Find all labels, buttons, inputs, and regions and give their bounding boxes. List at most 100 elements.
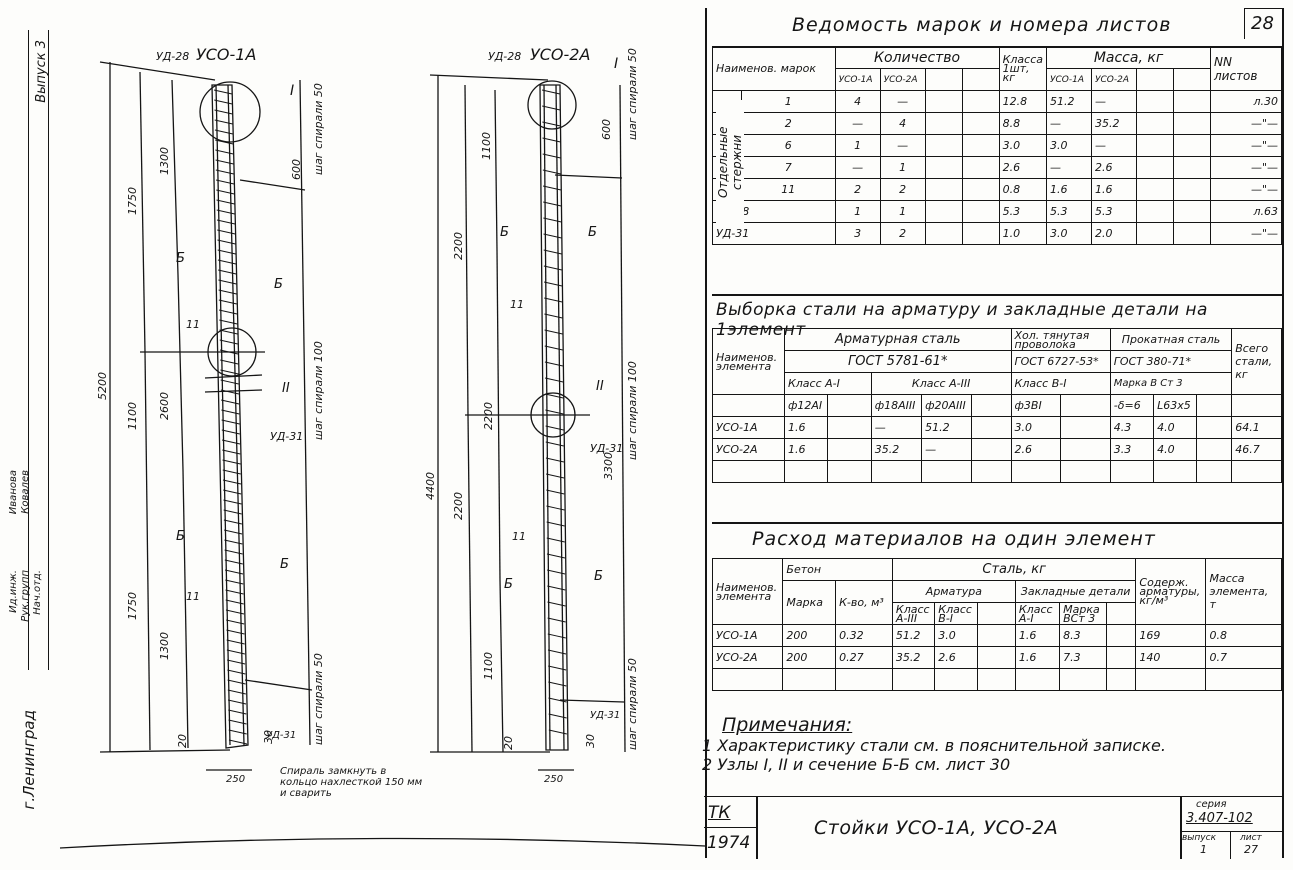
cell: 12.8 — [998, 90, 1048, 113]
cell: 2.6 — [934, 646, 978, 669]
cell: 1.0 — [998, 222, 1048, 245]
t1-h-qty: Количество — [834, 46, 1000, 69]
cell: 1 — [879, 156, 926, 179]
cell: — — [1046, 112, 1092, 135]
t2-h-total: Всего стали, кг — [1231, 328, 1282, 395]
column-2-tag2: УД-31 — [590, 442, 623, 455]
cell: 1 — [834, 134, 881, 157]
cell: 1 — [741, 90, 836, 113]
column-1-pitch: шаг спирали 50 — [312, 83, 325, 175]
cell: 5.3 — [1091, 200, 1137, 223]
column-1-tag2: УД-31 — [270, 430, 303, 443]
t2-h-wire: Хол. тянутая проволока — [1010, 328, 1111, 351]
note-item-1: 1 Характеристику стали см. в пояснительн… — [702, 736, 1166, 755]
column-1-node-I — [199, 81, 261, 143]
column-1-width: 250 — [226, 774, 245, 785]
column-1-body — [211, 84, 249, 749]
t1-group-label: Отдельные стержни — [716, 100, 744, 224]
cell: 3.0 — [1046, 134, 1092, 157]
column-2-tag3: УД-31 — [590, 710, 620, 721]
cell: 11 — [741, 178, 836, 201]
t2-h-classA1: Класс А-I — [783, 372, 872, 395]
cell: —"— — [1210, 178, 1282, 201]
t3-h-a3: Класс А-III — [891, 602, 936, 625]
column-2-dim: 3300 — [602, 452, 615, 480]
cell: 8.3 — [1059, 624, 1108, 647]
t2-h-classA3: Класс А-III — [870, 372, 1012, 395]
cell: 35.2 — [1091, 112, 1137, 135]
t1-h-mass: Масса, кг — [1046, 46, 1211, 69]
column-1-dim: 1300 — [158, 632, 171, 660]
stamp-tk: ТК — [708, 803, 731, 823]
column-2-width: 250 — [544, 774, 563, 785]
cell: 3.3 — [1109, 438, 1155, 461]
cell: 3.0 — [998, 134, 1048, 157]
column-2-pitch: шаг спирали 50 — [626, 48, 639, 140]
cell: 46.7 — [1231, 438, 1282, 461]
t2-h-classB1: Класс В-I — [1010, 372, 1111, 395]
column-2-node-I — [527, 80, 577, 130]
t2-h-name: Наименов. элемента — [712, 328, 785, 395]
column-2-pitch: шаг спирали 50 — [626, 658, 639, 750]
stamp-series-label: серия — [1196, 799, 1227, 810]
cell: — — [1046, 156, 1092, 179]
column-2-section-b: Б — [588, 225, 597, 240]
cell: УСО-2А — [712, 438, 785, 461]
cell: 1.6 — [1091, 178, 1137, 201]
t1-h-mcol2: УСО-2А — [1091, 68, 1137, 91]
cell: 4.0 — [1153, 438, 1198, 461]
cell: УСО-1А — [711, 624, 784, 647]
column-1-dim: 1300 — [158, 147, 171, 175]
cell: 0.32 — [835, 624, 893, 647]
column-2-dim: 4400 — [424, 472, 437, 500]
cell: 169 — [1135, 624, 1207, 647]
column-1-pitch: шаг спирали 50 — [312, 653, 325, 745]
t1-h-sheets: NN листов — [1210, 46, 1282, 91]
cell: 2.6 — [1010, 438, 1062, 461]
t2-d1: ф12АI — [783, 394, 829, 417]
cell: — — [834, 112, 881, 135]
column-2-pos-a: 11 — [510, 298, 524, 311]
cell: 1.6 — [783, 416, 829, 439]
cell: л.63 — [1210, 200, 1282, 223]
cell: 2 — [879, 178, 926, 201]
column-2-pos-b: 11 — [512, 530, 526, 543]
column-2-section-d: Б — [594, 569, 603, 584]
cell: 1.6 — [1014, 646, 1061, 669]
column-1-pos-a: 11 — [186, 318, 200, 331]
column-2-body — [539, 84, 569, 751]
cell: 2.0 — [1091, 222, 1137, 245]
cell: 51.2 — [891, 624, 936, 647]
cell: 2.6 — [998, 156, 1048, 179]
cell: 2 — [741, 112, 836, 135]
cell: 1.6 — [1046, 178, 1092, 201]
note-item-2: 2 Узлы I, II и сечение Б-Б см. лист 30 — [702, 755, 1011, 774]
column-2-label: УСО-2А — [530, 45, 590, 64]
t3-h-content: Содерж. арматуры, кг/м³ — [1135, 558, 1207, 625]
cell: — — [921, 438, 973, 461]
cell: —"— — [1210, 156, 1282, 179]
cell: 5.3 — [998, 200, 1048, 223]
stamp-series: 3.407-102 — [1186, 811, 1253, 826]
cell: 2 — [834, 178, 881, 201]
cell: 7.3 — [1059, 646, 1108, 669]
column-1-tag3: УД-31 — [266, 730, 296, 741]
column-2-section-c: Б — [504, 577, 513, 592]
cell: —"— — [1210, 134, 1282, 157]
cell: 0.8 — [1205, 624, 1282, 647]
stamp-sheet-label: лист — [1240, 833, 1262, 843]
cell: 35.2 — [891, 646, 936, 669]
cell: 200 — [782, 646, 837, 669]
page-number: 28 — [1251, 13, 1274, 34]
column-1-section-d: Б — [280, 557, 289, 572]
t2-d2: ф18АIII — [870, 394, 923, 417]
cell: — — [879, 90, 926, 113]
t2-h-rolled: Прокатная сталь — [1109, 328, 1233, 351]
t3-h-a1: Класс А-I — [1014, 602, 1061, 625]
t3-h-steel: Сталь, кг — [891, 558, 1137, 581]
cell: — — [879, 134, 926, 157]
t3-h-name: Наименов. элемента — [711, 558, 784, 625]
